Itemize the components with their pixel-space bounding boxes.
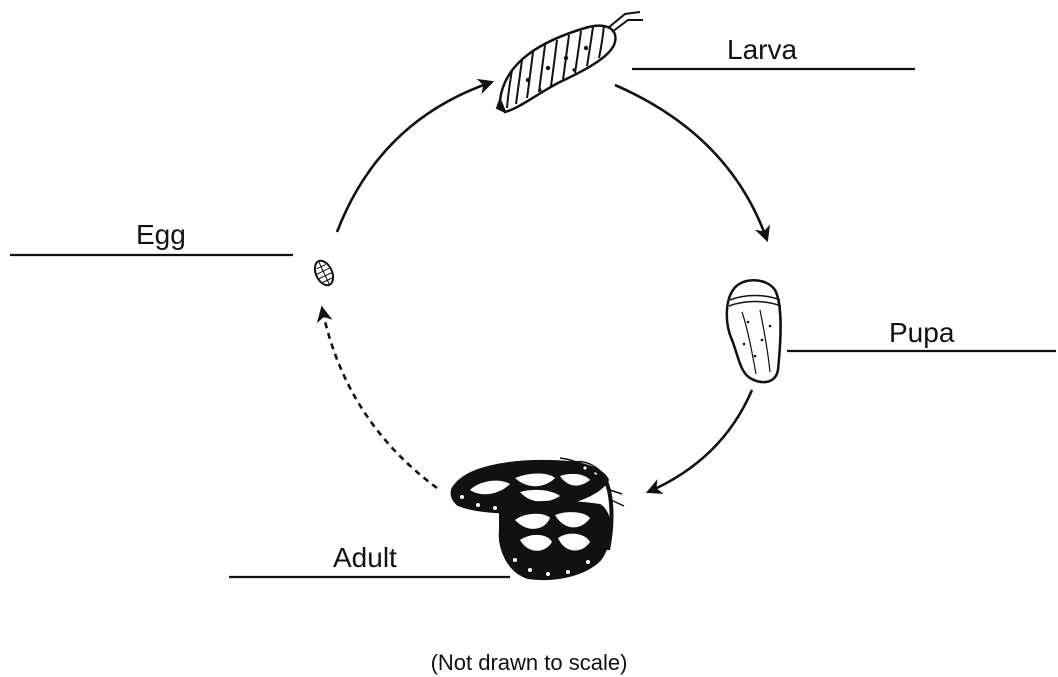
larva-label: Larva bbox=[727, 34, 797, 65]
larva-to-pupa-arrow bbox=[615, 85, 767, 240]
adult-label: Adult bbox=[333, 542, 397, 573]
butterfly-illustration bbox=[452, 458, 624, 579]
egg-illustration bbox=[311, 258, 336, 288]
chrysalis-illustration bbox=[727, 280, 781, 382]
egg-to-larva-arrow bbox=[337, 82, 492, 232]
egg-label: Egg bbox=[136, 219, 186, 250]
not-to-scale-caption: (Not drawn to scale) bbox=[431, 650, 628, 675]
pupa-to-adult-arrow bbox=[648, 390, 752, 492]
pupa-label-group: Pupa bbox=[787, 317, 1056, 351]
caterpillar-illustration bbox=[497, 12, 643, 112]
egg-label-group: Egg bbox=[10, 219, 293, 255]
larva-label-group: Larva bbox=[632, 34, 915, 69]
adult-label-group: Adult bbox=[229, 542, 510, 577]
adult-to-egg-dashed-arrow bbox=[322, 308, 437, 488]
pupa-label: Pupa bbox=[889, 317, 955, 348]
